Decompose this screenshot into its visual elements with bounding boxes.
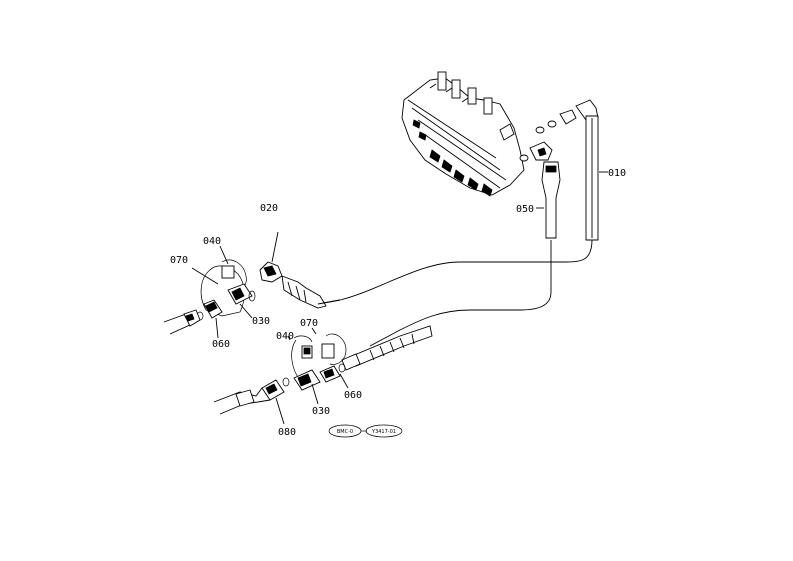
upper-left-stub [163,309,201,335]
hose-020-fitting [259,231,341,309]
pipe-010 [317,115,608,305]
label-040-upper: 040 [203,236,221,247]
label-010: 010 [608,168,626,179]
fitting-080 [213,379,285,425]
valve-port-fittings [519,99,599,162]
stamp-right-outline [365,424,403,438]
label-030-upper: 030 [252,316,270,327]
label-050: 050 [516,204,534,215]
label-070-upper: 070 [170,255,188,266]
label-030-lower: 030 [312,406,330,417]
reference-stamps: BMC-0 Y3417-01 [328,424,403,438]
hose-lower [341,325,433,371]
pipe-050 [369,161,561,347]
upper-fitting-group [191,245,256,339]
label-080: 080 [278,427,296,438]
lower-fitting-group [282,327,349,405]
label-020: 020 [260,203,278,214]
stamp-left-text: BMC-0 [337,429,353,435]
control-valve-block [401,71,525,197]
label-060-upper: 060 [212,339,230,350]
stamp-right-text: Y3417-01 [371,429,396,435]
label-060-lower: 060 [344,390,362,401]
label-070-lower: 070 [300,318,318,329]
label-040-lower: 040 [276,331,294,342]
